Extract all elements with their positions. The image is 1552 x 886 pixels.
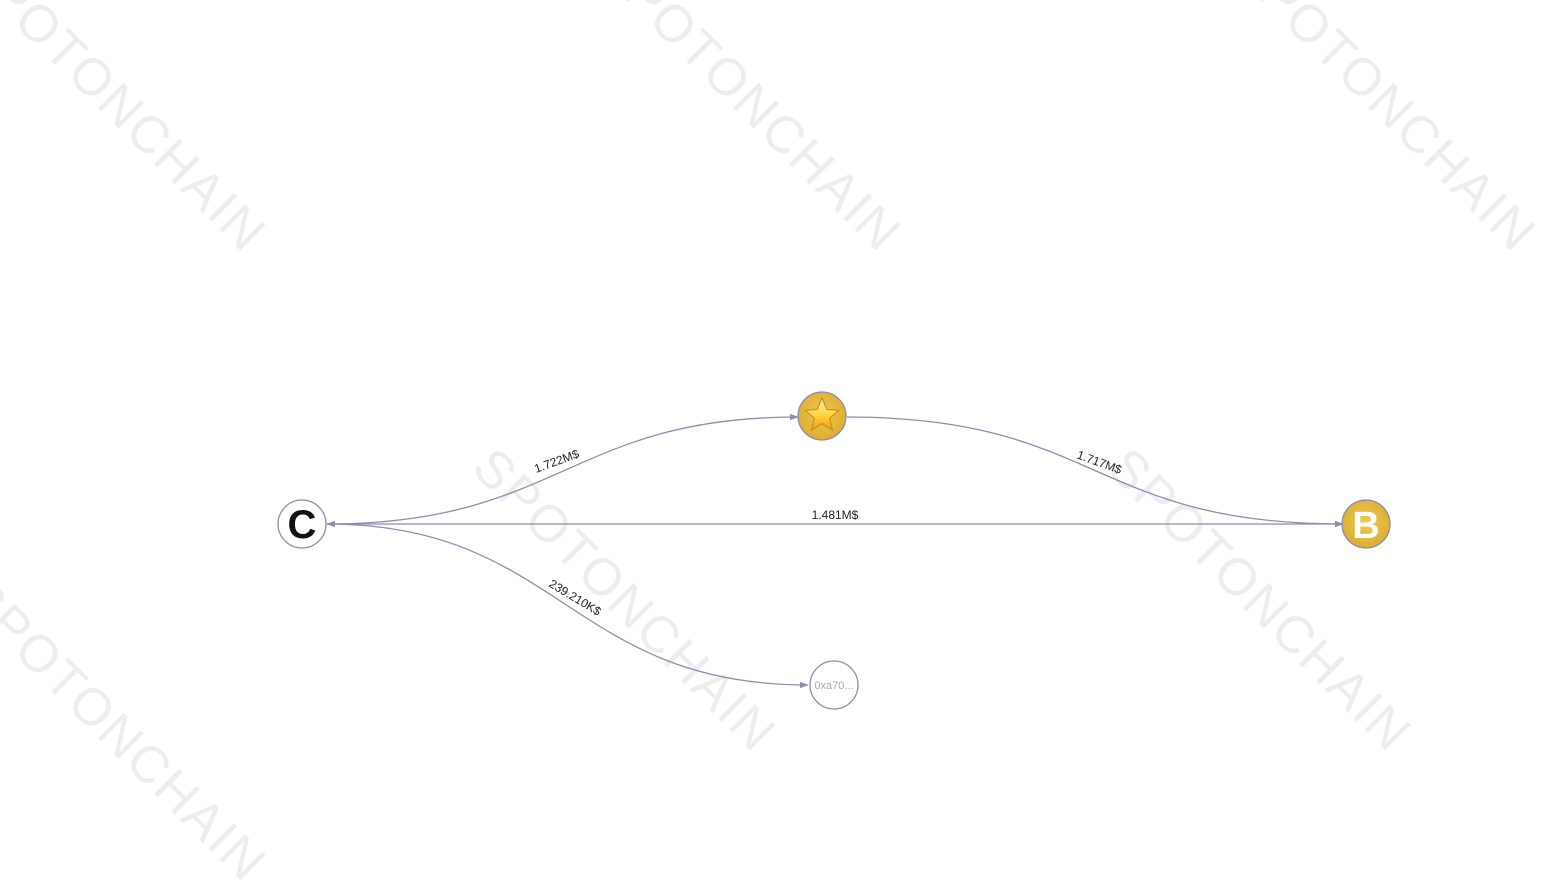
node-b[interactable]: B	[1341, 499, 1391, 549]
node-address[interactable]: 0xa70...	[809, 660, 859, 710]
star-icon	[804, 397, 840, 431]
edge-label-c-to-b: 1.481M$	[812, 508, 859, 522]
node-address-label: 0xa70...	[814, 680, 853, 692]
node-b-circle	[1341, 499, 1391, 549]
watermark-text: SPOTONCHAIN	[0, 0, 277, 263]
node-address-circle	[809, 660, 859, 710]
b-letter-icon: B	[1352, 505, 1379, 547]
watermark-text: SPOTONCHAIN	[462, 437, 788, 763]
c-letter-icon: C	[288, 503, 317, 547]
edge-label-c-to-star: 1.722M$	[532, 447, 581, 476]
edges-layer	[326, 413, 1344, 689]
watermark-text: SPOTONCHAIN	[1097, 437, 1423, 763]
watermark-text: SPOTONCHAIN	[587, 0, 913, 263]
node-star[interactable]	[797, 391, 847, 441]
edge-c-to-star[interactable]	[326, 413, 799, 525]
edge-c-to-addr[interactable]	[326, 523, 809, 689]
edge-star-to-b[interactable]	[846, 416, 1344, 528]
watermark-text: SPOTONCHAIN	[0, 567, 277, 886]
node-c-circle	[277, 499, 327, 549]
node-c[interactable]: C	[277, 499, 327, 549]
watermark-text: SPOTONCHAIN	[1222, 0, 1548, 263]
